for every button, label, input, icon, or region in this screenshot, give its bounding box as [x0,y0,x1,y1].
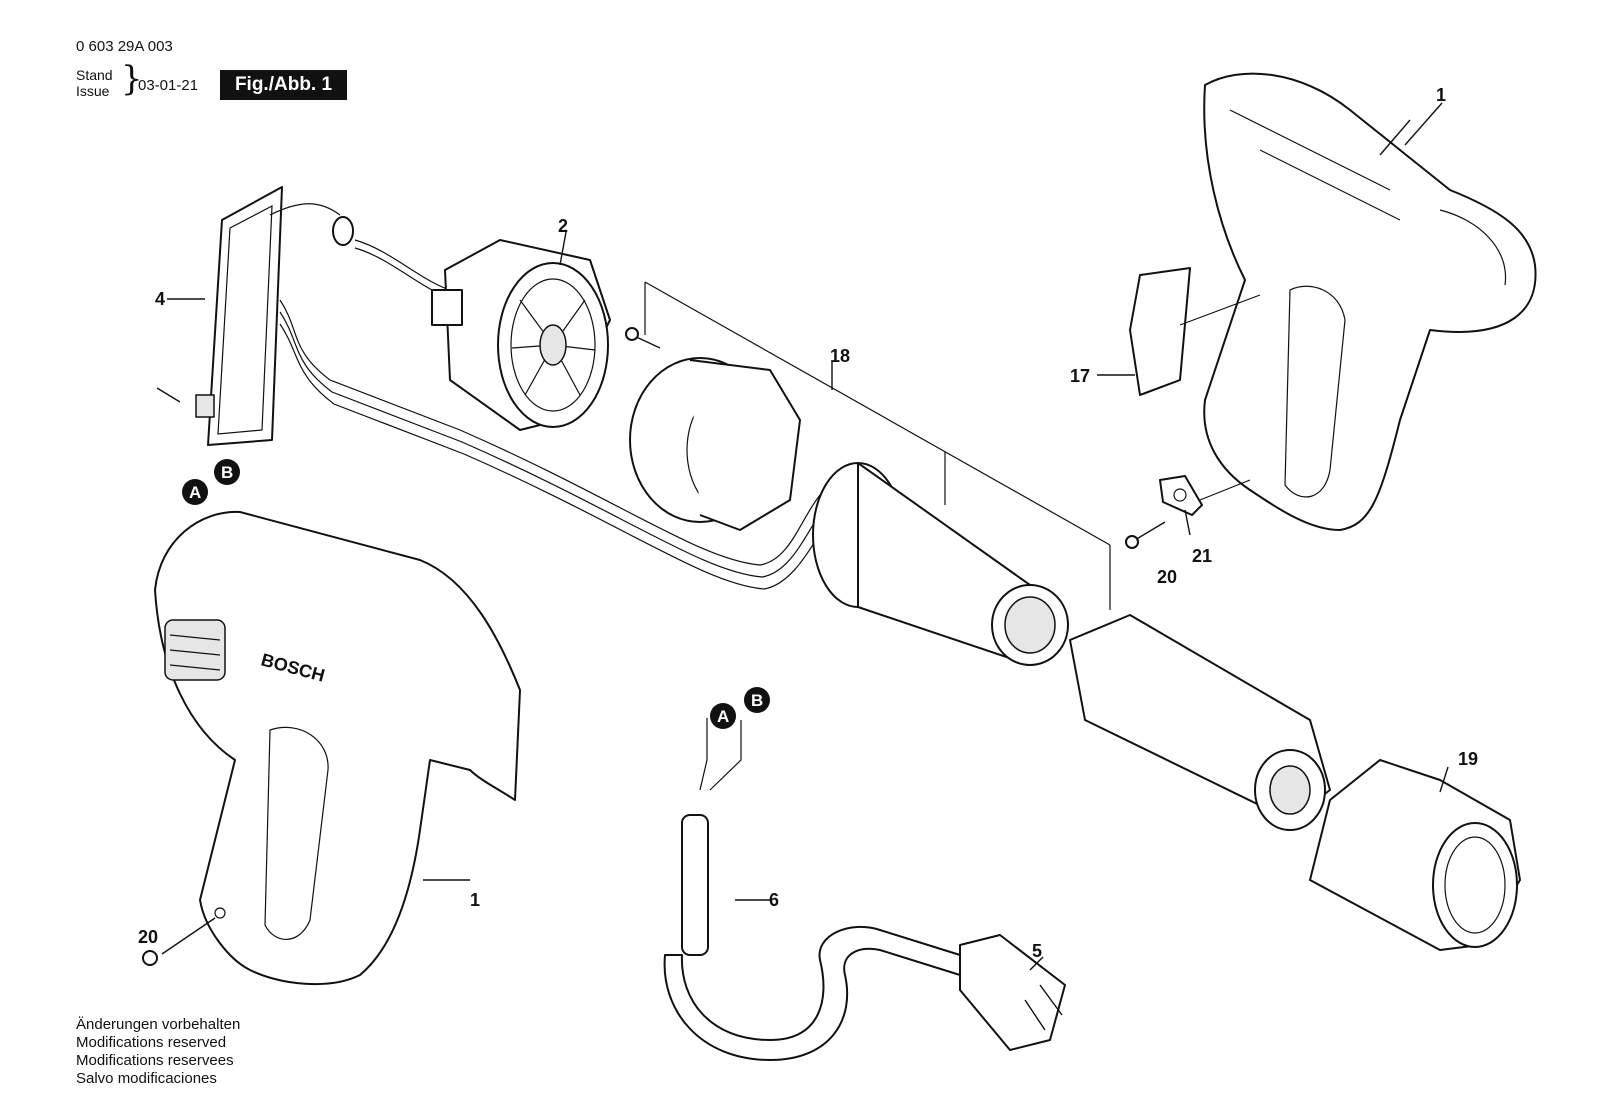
issue-date: 03-01-21 [138,77,199,94]
part-number-20-right: 20 [1157,567,1177,587]
svg-text:A: A [189,483,201,502]
part-number-19: 19 [1458,749,1478,769]
cord-clamp-part[interactable] [1159,475,1251,516]
part-number-18: 18 [830,346,850,366]
stand-issue-label: Stand Issue [76,67,113,99]
drawing-number: 0 603 29A 003 [76,38,173,55]
part-number-20-left: 20 [138,927,158,947]
fan-part[interactable] [431,239,611,431]
part-number-1-lower: 1 [470,890,480,910]
part-number-6: 6 [769,890,779,910]
notice-line-es: Salvo modificaciones [76,1070,217,1087]
notice-line-fr: Modifications reservees [76,1052,234,1069]
svg-text:B: B [221,463,233,482]
housing-half-lower[interactable]: BOSCH [142,510,521,985]
part-number-5: 5 [1032,941,1042,961]
connector-marker-a-top: A [182,479,208,505]
housing-half-upper[interactable] [1203,72,1537,531]
plug-part[interactable] [959,934,1066,1051]
heating-element-part[interactable] [625,281,1111,666]
svg-text:A: A [717,707,729,726]
part-number-17: 17 [1070,366,1090,386]
stand-label: Stand [76,67,113,83]
wire-harness [269,203,833,590]
switch-slider-part[interactable] [1129,267,1261,396]
part-number-1-upper: 1 [1436,85,1446,105]
switch-board-part[interactable] [156,186,283,446]
issue-label: Issue [76,83,110,99]
part-number-21: 21 [1192,546,1212,566]
connector-marker-a-bottom: A [710,703,736,729]
notice-line-de: Änderungen vorbehalten [76,1016,241,1033]
brace-glyph: } [121,59,143,99]
nozzle-part[interactable] [1069,614,1521,951]
svg-text:B: B [751,691,763,710]
part-number-4: 4 [155,289,165,309]
notice-line-en: Modifications reserved [76,1034,227,1051]
screw-right-part[interactable] [1125,521,1166,549]
leader-lines [167,102,1449,971]
part-number-2: 2 [558,216,568,236]
connector-marker-b-top: B [214,459,240,485]
figure-label: Fig./Abb. 1 [220,70,347,100]
power-cord-part[interactable] [663,718,961,1061]
connector-marker-b-bottom: B [744,687,770,713]
modifications-notice: Änderungen vorbehalten Modifications res… [76,1016,240,1088]
